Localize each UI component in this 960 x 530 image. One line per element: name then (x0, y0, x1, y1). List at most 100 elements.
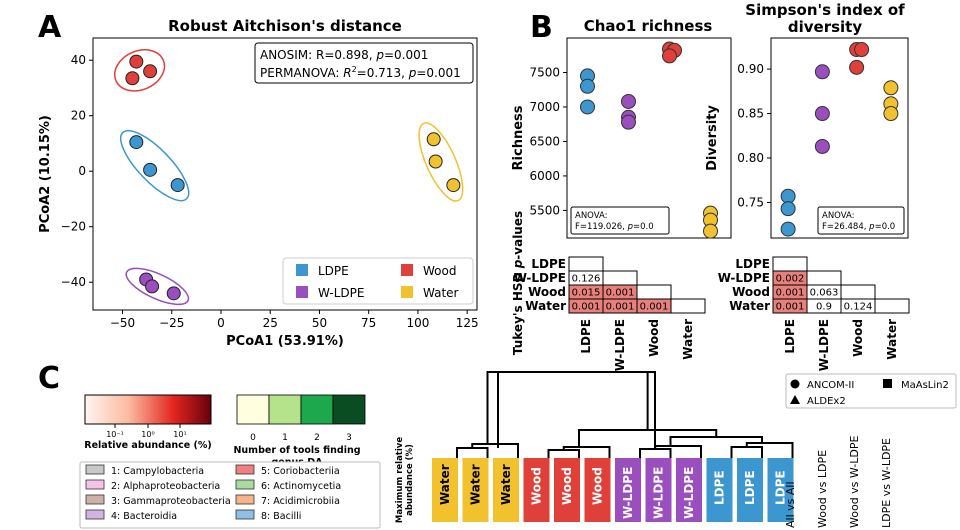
abundance-tick-label: 10⁻¹ (106, 430, 124, 439)
taxa-swatch (235, 494, 255, 505)
tukey-y-label: Tukey's HSD p-values (511, 211, 525, 355)
abundance-colorbar-label: Relative abundance (%) (84, 440, 211, 451)
tukey-value: 0.001 (776, 288, 805, 299)
tools-colorbar-label-line1: Number of tools finding (233, 445, 360, 456)
simpson-title-line1: Simpson's index of (745, 1, 905, 19)
taxa-label: 1: Campylobacteria (111, 466, 204, 477)
sample-label: W-LDPE (652, 467, 666, 519)
simpson-points (780, 42, 899, 237)
y-tick-label: 7000 (529, 100, 560, 114)
tukey-cell (568, 256, 604, 272)
point-w-ldpe (814, 138, 830, 154)
ancom-marker-icon (790, 379, 800, 389)
chao1-anova-stat: F=119.026, p=0.0 (575, 222, 654, 232)
y-tick-label: 0.85 (737, 107, 764, 121)
pcoa-ellipse-ldpe (120, 129, 190, 202)
sample-box-wood (584, 458, 611, 522)
tukey-col-label: Wood (647, 319, 661, 357)
point-water (883, 106, 899, 122)
taxa-swatch (85, 494, 105, 505)
y-tick-label: 6000 (529, 169, 560, 183)
pcoa-legend (282, 257, 474, 305)
tukey-col-label: W-LDPE (817, 319, 831, 371)
chao1-frame (566, 37, 732, 239)
pcoa-legend-label: W-LDPE (318, 286, 364, 300)
taxa-label: 8: Bacilli (261, 511, 301, 522)
tukey-row-label: LDPE (531, 257, 566, 271)
point-w-ldpe (814, 106, 830, 122)
pcoa-stat-anosim: ANOSIM: R=0.898, p=0.001 (260, 48, 428, 62)
dendrogram-branch (639, 448, 672, 458)
point-w-ldpe (621, 93, 636, 109)
panel-label-a: A (38, 10, 62, 45)
point-water (703, 223, 718, 239)
pcoa-point-water (426, 132, 441, 147)
dendrogram-branch (471, 443, 519, 458)
y-tick-label: 0.75 (737, 195, 764, 209)
tools-tick-label: 2 (314, 433, 320, 443)
pcoa-x-tick-label: −25 (159, 316, 184, 330)
sample-box-wood (554, 458, 580, 522)
chao1-points (580, 41, 718, 239)
sample-label: Water (469, 464, 483, 505)
pcoa-legend-swatch (401, 286, 413, 298)
pcoa-point-ldpe (143, 162, 158, 177)
point-water (883, 80, 899, 96)
pcoa-point-ldpe (129, 135, 144, 150)
comparison-label: Wood vs LDPE (816, 450, 829, 528)
maaslin-marker-icon (883, 379, 892, 388)
simpson-anova-box (817, 206, 905, 235)
tukey-cell (636, 284, 672, 300)
chao1-title: Chao1 richness (584, 17, 713, 35)
sample-box-ldpe (737, 458, 763, 522)
pcoa-x-tick-label: 125 (456, 316, 479, 330)
sample-label: Water (438, 464, 452, 505)
max-abundance-label-line2: abundance (%) (405, 444, 415, 516)
simpson-y-label: Diversity (705, 105, 720, 171)
pcoa-stats-box (254, 42, 474, 84)
tukey-cell (874, 298, 910, 314)
pcoa-x-tick-label: 0 (217, 316, 225, 330)
comparison-label: All vs All (784, 481, 797, 528)
dendrogram-branch (486, 371, 649, 444)
taxa-swatch (85, 464, 105, 475)
taxa-legend (79, 461, 381, 529)
tukey-value: 0.001 (572, 302, 601, 313)
method-legend (785, 373, 957, 409)
pcoa-x-label: PCoA1 (53.91%) (226, 334, 344, 349)
method-label-maaslin: MaAsLin2 (901, 380, 949, 391)
abundance-tick-label: 10¹ (173, 430, 186, 439)
pcoa-point-ldpe (170, 178, 185, 193)
simpson-y-ticks: 0.750.800.850.90 (737, 62, 771, 209)
simpson-plot: Simpson's index of diversity 0.750.800.8… (705, 1, 909, 239)
simpson-anova-stat: F=26.484, p=0.0 (822, 222, 895, 232)
taxa-swatch (235, 464, 255, 475)
pcoa-y-label: PCoA2 (10.15%) (38, 115, 53, 233)
sample-label: Water (499, 464, 513, 505)
sample-label: W-LDPE (621, 467, 635, 519)
dendrogram-branch (669, 436, 763, 446)
pcoa-point-water (446, 178, 461, 193)
tukey-cell (806, 270, 842, 286)
tukey-row-label: W-LDPE (718, 271, 770, 285)
dendrogram (497, 371, 656, 448)
dendrogram-branches (456, 371, 794, 458)
tools-tick-label: 3 (346, 433, 352, 443)
point-ldpe (780, 188, 796, 204)
taxa-swatch (85, 509, 105, 520)
tukey-col-label: W-LDPE (613, 319, 627, 371)
aldex-marker-icon (790, 395, 800, 404)
taxa-label: 2: Alphaproteobacteria (111, 481, 220, 492)
pcoa-y-tick-label: 20 (71, 109, 86, 123)
chao1-anova-label: ANOVA: (575, 211, 608, 221)
dendrogram-branch (547, 449, 580, 458)
tukey-row-label: Water (729, 299, 770, 313)
point-w-ldpe (814, 64, 830, 80)
sample-label: LDPE (713, 470, 727, 505)
